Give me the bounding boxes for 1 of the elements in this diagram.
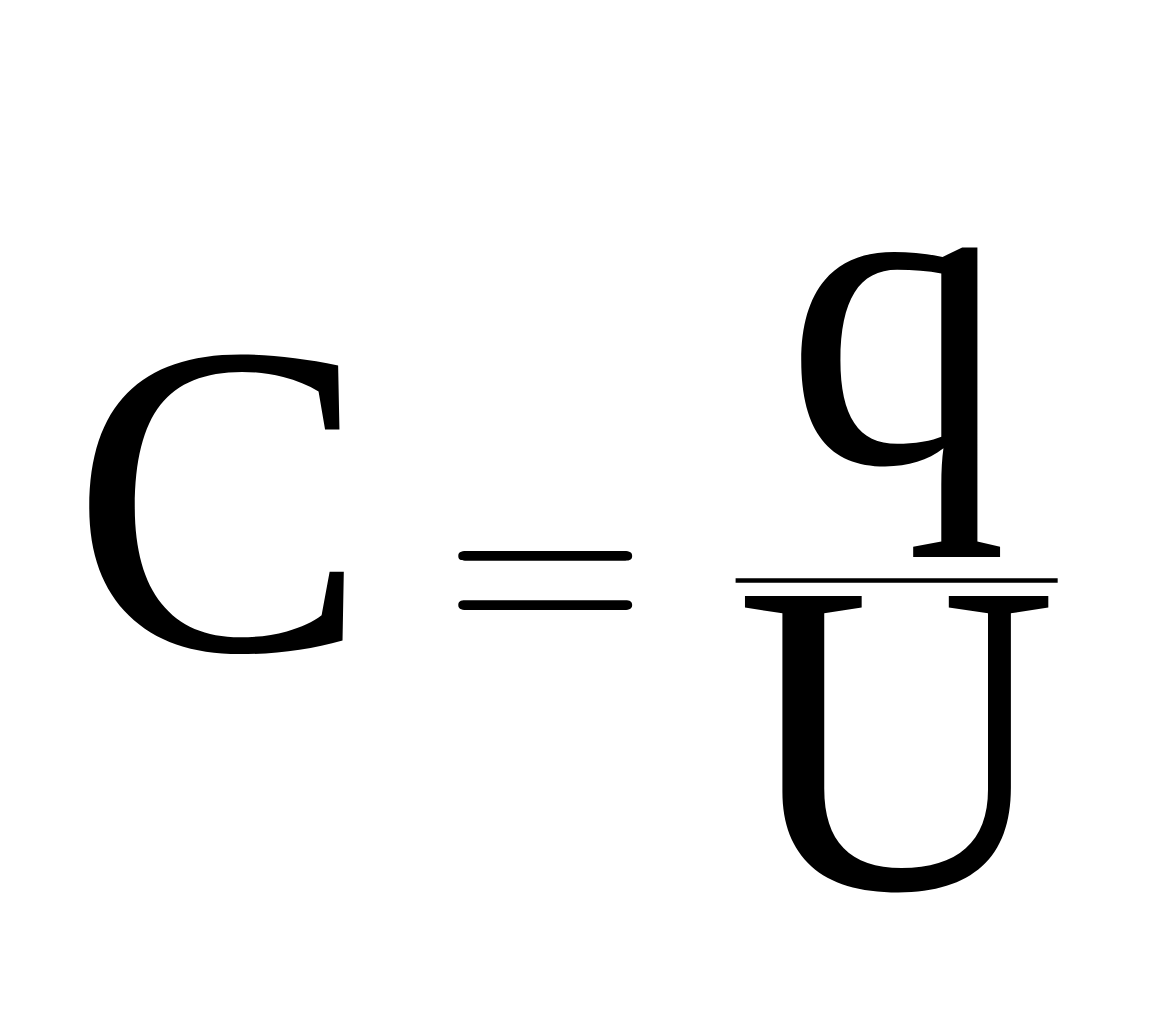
formula: $\mathrm{C}=\frac{\mathrm{q}}{\mathrm{U}}$ [89, 247, 1058, 893]
